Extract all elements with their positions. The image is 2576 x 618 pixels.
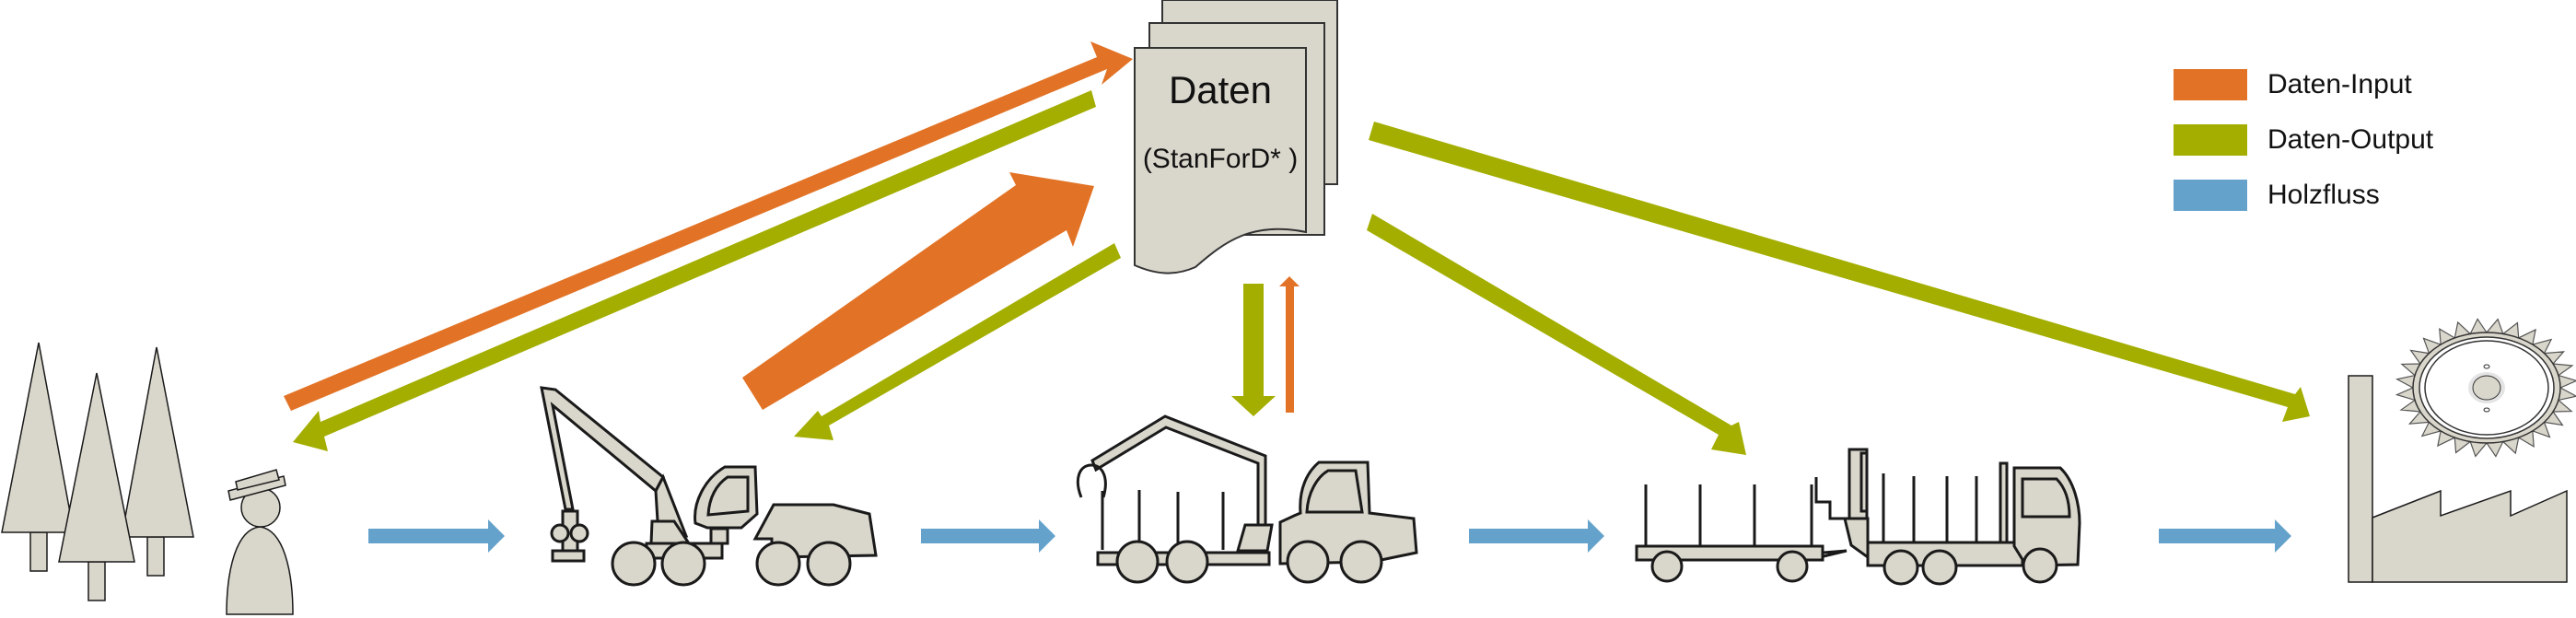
arrow-input-harvester-to-data	[742, 172, 1094, 410]
forest-icon	[1, 342, 194, 601]
wood-flow-arrows	[368, 519, 2291, 553]
data-document-stack: Daten (StanForD* )	[1134, 0, 1338, 274]
legend-swatch-wood	[2174, 180, 2247, 211]
arrow-output-data-to-sawmill	[1369, 122, 2310, 422]
legend-label: Daten-Output	[2267, 124, 2434, 155]
arrow-wood-forwarder-to-truck	[1469, 519, 1604, 553]
legend-swatch-input	[2174, 69, 2247, 100]
document-page-front	[1134, 47, 1307, 274]
arrow-wood-forest-to-harvester	[368, 519, 505, 553]
arrow-wood-truck-to-sawmill	[2159, 519, 2291, 553]
arrow-input-forest-to-data	[284, 41, 1133, 411]
sawmill-icon	[2348, 375, 2568, 583]
legend-item-data-input: Daten-Input	[2174, 57, 2433, 112]
legend-label: Holzfluss	[2267, 180, 2380, 210]
legend-swatch-output	[2174, 124, 2247, 156]
forest-owner-icon	[226, 469, 294, 615]
forwarder-icon	[1077, 414, 1418, 584]
arrow-input-forwarder-to-data	[1279, 276, 1300, 413]
timber-truck-icon	[1635, 448, 2081, 586]
legend-label: Daten-Input	[2267, 69, 2412, 99]
arrow-output-data-to-harvester	[794, 243, 1121, 440]
data-title: Daten	[1169, 68, 1272, 111]
legend: Daten-Input Daten-Output Holzfluss	[2174, 57, 2433, 223]
legend-item-data-output: Daten-Output	[2174, 112, 2433, 168]
arrow-output-data-to-forest	[293, 90, 1096, 451]
data-subtitle: (StanForD* )	[1143, 144, 1298, 174]
arrow-output-data-to-truck	[1367, 214, 1746, 455]
arrow-output-data-to-forwarder	[1231, 284, 1276, 416]
legend-item-wood-flow: Holzfluss	[2174, 168, 2433, 223]
saw-blade-icon	[2395, 318, 2576, 458]
arrow-wood-harvester-to-forwarder	[921, 519, 1055, 553]
harvester-icon	[540, 386, 878, 587]
